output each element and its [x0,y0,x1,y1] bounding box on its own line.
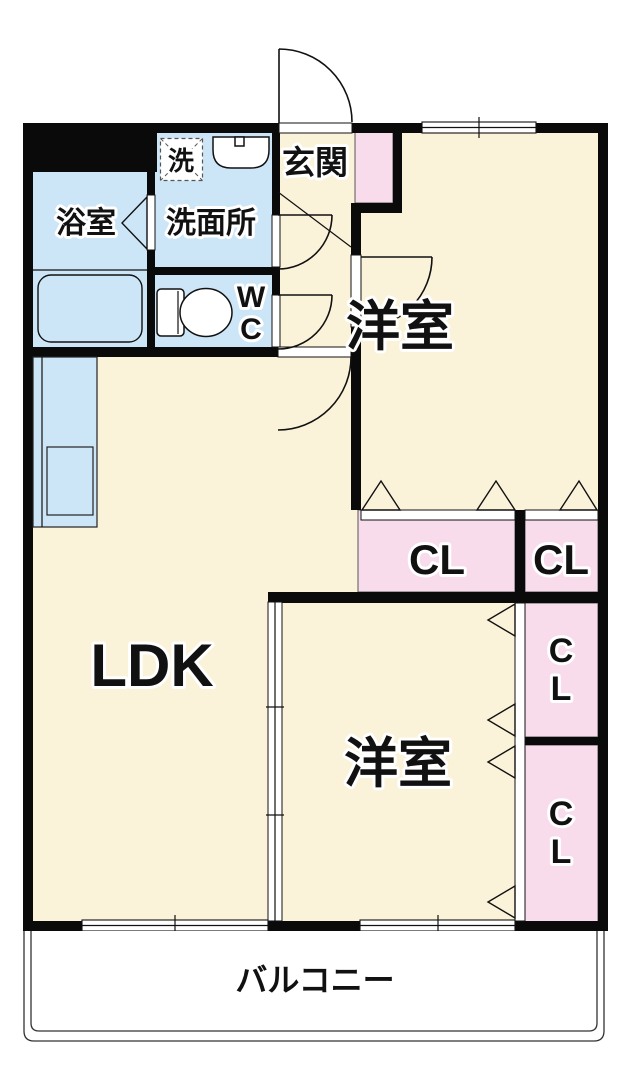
entrance-step-line [277,191,352,248]
balcony-label: バルコニー [235,962,394,998]
hall-ldk-door-opening [277,346,352,358]
closet-right-upper-label-line2: L [551,670,572,708]
window-top [421,117,537,138]
entrance-label: 玄関 [282,144,348,181]
balcony-inner-rail [30,931,598,1032]
washing-machine [159,137,204,182]
sliding-partition [266,601,284,922]
bedroom-top-door-opening [350,254,362,328]
windows [81,117,537,936]
fixtures [32,136,270,528]
sink [212,136,270,169]
bedroom-top-door-swing [360,256,433,329]
labels: 玄関 浴室 洗 洗面所 W C 洋室 CL CL C L LDK 洋室 C L … [53,141,592,1001]
entry-door-swing [278,48,353,123]
toilet [156,287,233,338]
closet-top-wide-track [360,509,516,521]
balcony [23,931,605,1042]
wc-label-line2: C [240,313,262,346]
closet-right-track [514,602,526,922]
bedroom-bottom-label: 洋室 [344,734,452,794]
kitchen-counter [32,356,98,528]
closet-right-lower-label-line1: C [549,795,574,833]
closet-top-narrow-label: CL [533,536,589,583]
washroom-label: 洗面所 [166,207,256,240]
closet-top-narrow-track [524,509,599,521]
hall-ldk-door-swing [277,356,352,431]
walls [23,123,608,931]
bathroom-door-opening [146,194,156,251]
bathroom-label: 浴室 [56,206,116,240]
washroom-door-opening [271,214,281,268]
wc-door-swing [277,294,333,350]
door-openings [146,122,599,922]
ldk-label: LDK [90,632,213,699]
washroom-door-swing [277,214,333,270]
entrance-cabinet [354,130,394,204]
closet-right-lower-label-line2: L [551,833,572,871]
closet-right-upper-label-line1: C [549,632,574,670]
bathtub [37,274,143,343]
entry-door-opening [278,122,353,134]
wc-door-opening [271,294,281,348]
closet-top-wide-label: CL [409,536,465,583]
bedroom-top-label: 洋室 [346,297,454,357]
bathroom-folding-door [121,195,148,251]
laundry-label: 洗 [168,146,194,176]
closet-door-symbols [360,479,599,920]
door-swings [33,48,433,431]
wc-label-line1: W [237,281,266,314]
